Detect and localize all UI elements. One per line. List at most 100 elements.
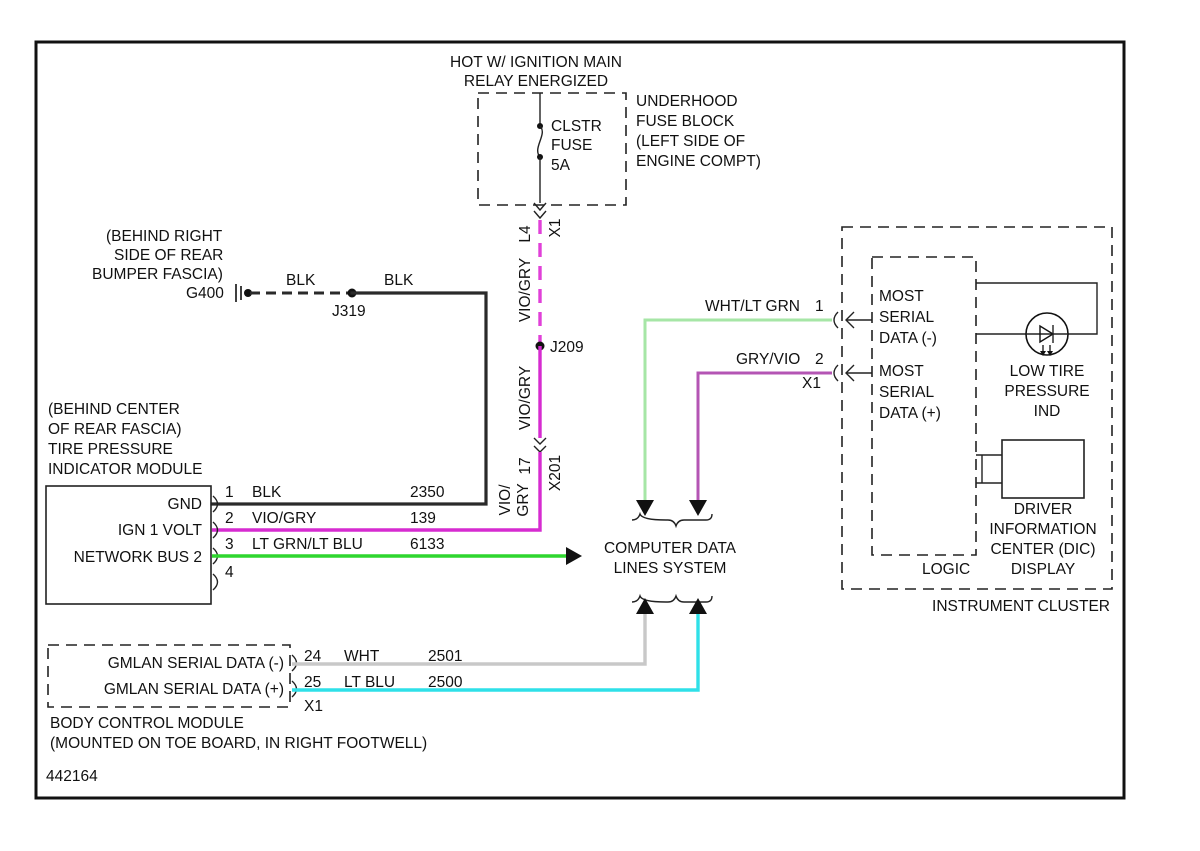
circuit-gnd: 2350: [410, 484, 445, 501]
arrow-most-neg: [636, 500, 654, 516]
ground-location-line2: SIDE OF REAR: [114, 247, 223, 264]
most-neg-label-line1: MOST: [879, 288, 924, 305]
figure-id: 442164: [46, 768, 98, 785]
fuse-block-label-line1: UNDERHOOD: [636, 93, 738, 110]
x201-connector-label: X201: [547, 455, 564, 491]
wire-color-ign1: VIO/GRY: [252, 510, 316, 527]
tpm-terminal-gnd: GND: [168, 496, 202, 513]
arrow-to-data-lines: [566, 547, 582, 565]
fuse-name-line2: FUSE: [551, 137, 592, 154]
arrow-gmlan-pos: [689, 598, 707, 614]
ign1-volt-wire: [212, 452, 542, 532]
bcm-pin-24: 24: [304, 648, 322, 665]
bcm-wire-color-ltblu: LT BLU: [344, 674, 395, 691]
vio-gry-at-x201-label-line2: GRY: [515, 483, 532, 516]
ground-name-label: G400: [186, 285, 224, 302]
cluster-connector-symbols: [833, 311, 872, 382]
ground-location-line3: BUMPER FASCIA): [92, 266, 223, 283]
tpm-connector-symbols: [212, 495, 219, 591]
instrument-cluster: [841, 226, 1113, 590]
vio-gry-at-x201-label-line1: VIO/: [497, 484, 514, 516]
most-pos-label-line3: DATA (+): [879, 405, 941, 422]
bcm-location: (MOUNTED ON TOE BOARD, IN RIGHT FOOTWELL…: [50, 735, 427, 752]
most-neg-label-line3: DATA (-): [879, 330, 937, 347]
tpm-pin-1: 1: [225, 484, 234, 501]
most-pos-wire: [696, 371, 832, 500]
most-pos-wire-color: GRY/VIO: [736, 351, 800, 368]
tire-pressure-indicator-module: [45, 485, 212, 605]
tpm-name-line1: TIRE PRESSURE: [48, 441, 173, 458]
dic-label-line3: CENTER (DIC): [990, 541, 1095, 558]
dic-label-line4: DISPLAY: [1011, 561, 1075, 578]
dic-display-box: [1001, 439, 1085, 499]
circuit-network: 6133: [410, 536, 444, 553]
x201-connector-symbol: [533, 437, 547, 453]
underhood-fuse-block: [477, 92, 627, 206]
gmlan-neg-wire: [292, 614, 647, 666]
wire-color-network: LT GRN/LT BLU: [252, 536, 363, 553]
j209-splice-label: J209: [550, 339, 584, 356]
tpm-pin-2: 2: [225, 510, 234, 527]
fuse-rating: 5A: [551, 157, 571, 174]
data-lines-label-line1: COMPUTER DATA: [604, 540, 737, 557]
ground-blk-wire: [210, 291, 488, 506]
tpm-location-line1: (BEHIND CENTER: [48, 401, 180, 418]
most-neg-label-line2: SERIAL: [879, 309, 935, 326]
low-tire-pressure-led-icon: [1025, 312, 1069, 356]
bcm-terminal-gmlan-neg: GMLAN SERIAL DATA (-): [108, 655, 284, 672]
cluster-logic-block: [871, 256, 977, 556]
tpm-pin-4: 4: [225, 564, 234, 581]
low-tire-label-line2: PRESSURE: [1004, 383, 1089, 400]
dic-label-line2: INFORMATION: [989, 521, 1096, 538]
fuse-block-label-line3: (LEFT SIDE OF: [636, 133, 745, 150]
bcm-circuit-2500: 2500: [428, 674, 463, 691]
tpm-pin-3: 3: [225, 536, 234, 553]
tpm-name-line2: INDICATOR MODULE: [48, 461, 202, 478]
most-neg-wire-color: WHT/LT GRN: [705, 298, 800, 315]
tpm-terminal-network-bus2: NETWORK BUS 2: [74, 549, 202, 566]
power-source-label-line1: HOT W/ IGNITION MAIN: [450, 54, 622, 71]
vio-gry-upper-label: VIO/GRY: [517, 258, 534, 322]
j319-splice-label: J319: [332, 303, 366, 320]
bcm-pin-25: 25: [304, 674, 321, 691]
bcm-circuit-2501: 2501: [428, 648, 462, 665]
logic-label: LOGIC: [922, 561, 970, 578]
circuit-ign1: 139: [410, 510, 436, 527]
low-tire-label-line3: IND: [1034, 403, 1061, 420]
arrow-most-pos: [689, 500, 707, 516]
ground-symbol: [235, 284, 252, 302]
wire-color-gnd: BLK: [252, 484, 282, 501]
fuse-symbol: [533, 93, 547, 220]
blk-label-right: BLK: [384, 272, 414, 289]
data-lines-top-brace: [631, 511, 713, 529]
bcm-wire-color-wht: WHT: [344, 648, 380, 665]
ground-location-line1: (BEHIND RIGHT: [106, 228, 223, 245]
tpm-location-line2: OF REAR FASCIA): [48, 421, 182, 438]
low-tire-label-line1: LOW TIRE: [1010, 363, 1085, 380]
bcm-name: BODY CONTROL MODULE: [50, 715, 244, 732]
data-lines-bottom-brace: [631, 593, 713, 603]
power-source-label-line2: RELAY ENERGIZED: [464, 73, 608, 90]
bcm-connector-label: X1: [304, 698, 323, 715]
arrow-gmlan-neg: [636, 598, 654, 614]
instrument-cluster-label: INSTRUMENT CLUSTER: [932, 598, 1110, 615]
dic-label-line1: DRIVER: [1014, 501, 1073, 518]
most-pos-pin: 2: [815, 351, 824, 368]
data-lines-label-line2: LINES SYSTEM: [614, 560, 727, 577]
fuse-block-label-line2: FUSE BLOCK: [636, 113, 735, 130]
fuse-pin-label: L4: [517, 225, 534, 243]
most-pos-label-line2: SERIAL: [879, 384, 935, 401]
vio-gry-lower-label: VIO/GRY: [517, 366, 534, 430]
tpm-terminal-ign1: IGN 1 VOLT: [118, 522, 203, 539]
x201-pin-label: 17: [517, 457, 534, 474]
most-neg-pin: 1: [815, 298, 824, 315]
gmlan-pos-wire: [292, 614, 700, 692]
blk-label-left: BLK: [286, 272, 316, 289]
diagram-frame: [34, 40, 1126, 800]
led-wire-top: [976, 282, 1098, 335]
body-control-module: [47, 644, 291, 708]
fuse-name-line1: CLSTR: [551, 118, 602, 135]
fuse-connector-label: X1: [547, 219, 564, 238]
bcm-terminal-gmlan-pos: GMLAN SERIAL DATA (+): [104, 681, 284, 698]
